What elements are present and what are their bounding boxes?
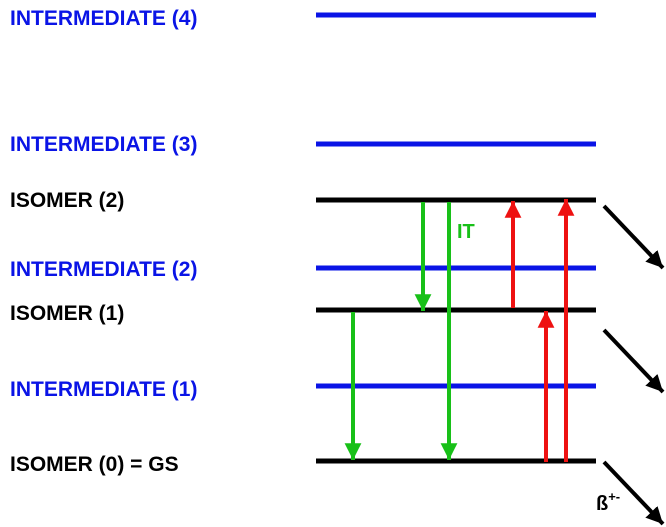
beta-decay-arrow-isomer-1	[602, 328, 665, 394]
level-label-intermediate-1: INTERMEDIATE (1)	[10, 378, 197, 401]
level-label-isomer-0: ISOMER (0) = GS	[10, 453, 179, 476]
level-label-isomer-1: ISOMER (1)	[10, 302, 124, 325]
beta-label: ß+-	[596, 489, 620, 515]
level-label-intermediate-4: INTERMEDIATE (4)	[10, 7, 197, 30]
beta-decay-arrow-isomer-2	[602, 204, 665, 270]
beta-decay-arrow-isomer-0	[602, 460, 665, 526]
beta-symbol: ß	[596, 493, 608, 515]
it-label: IT	[457, 221, 475, 243]
beta-superscript: +-	[608, 489, 620, 504]
level-label-isomer-2: ISOMER (2)	[10, 189, 124, 212]
level-label-intermediate-3: INTERMEDIATE (3)	[10, 133, 197, 156]
level-label-intermediate-2: INTERMEDIATE (2)	[10, 258, 197, 281]
